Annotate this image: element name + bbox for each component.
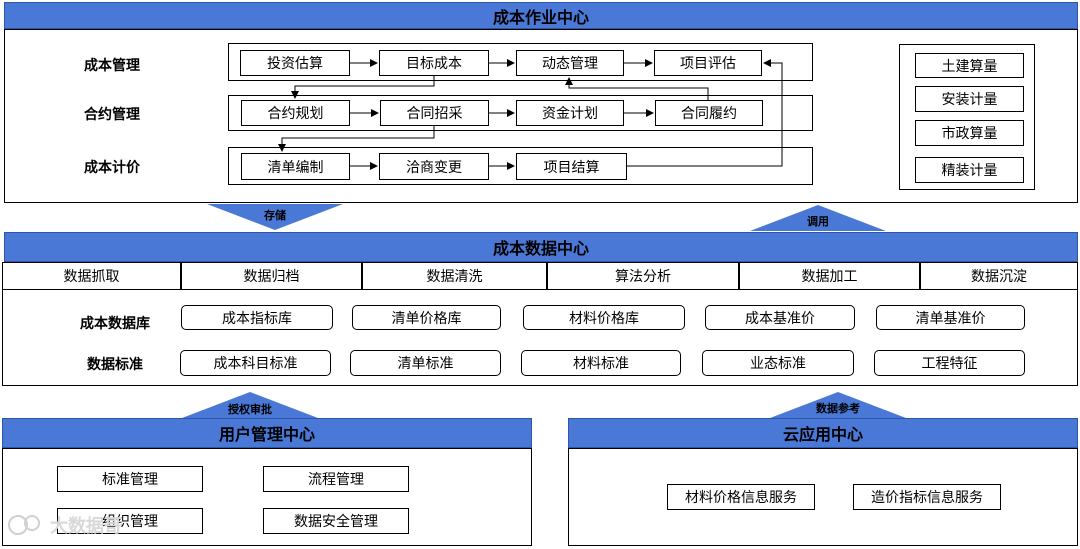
user-item-process-mgmt[interactable]: 流程管理	[263, 466, 409, 492]
user-center-header: 用户管理中心	[2, 418, 532, 448]
cloud-item-cost-index-service[interactable]: 造价指标信息服务	[853, 484, 1001, 510]
row-frame-cost-pricing	[228, 147, 813, 185]
side-item-civil-quantity[interactable]: 土建算量	[915, 53, 1024, 78]
row-frame-contract-mgmt	[228, 95, 813, 131]
step-fund-plan[interactable]: 资金计划	[516, 100, 624, 126]
cloud-center-header: 云应用中心	[568, 418, 1078, 448]
user-item-org-mgmt[interactable]: 组织管理	[57, 508, 203, 534]
cloud-center-panel	[568, 448, 1078, 546]
step-project-eval[interactable]: 项目评估	[654, 50, 762, 76]
std-item-cost-subject[interactable]: 成本科目标准	[180, 350, 331, 376]
tab-data-deposit[interactable]: 数据沉淀	[920, 262, 1078, 290]
connector-invoke: 调用	[750, 205, 886, 231]
db-item-cost-benchmark[interactable]: 成本基准价	[705, 305, 855, 330]
user-center-title: 用户管理中心	[218, 427, 315, 444]
std-item-bill[interactable]: 清单标准	[350, 350, 501, 376]
db-item-bill-benchmark[interactable]: 清单基准价	[876, 305, 1025, 330]
tab-algo-analysis[interactable]: 算法分析	[547, 262, 739, 290]
user-item-data-security[interactable]: 数据安全管理	[263, 508, 409, 534]
step-change-negotiation[interactable]: 洽商变更	[379, 153, 489, 180]
watermark: 大数据哥	[6, 510, 122, 540]
std-item-project-feature[interactable]: 工程特征	[874, 350, 1025, 376]
row-label-contract-mgmt: 合约管理	[84, 106, 140, 122]
step-project-settlement[interactable]: 项目结算	[516, 153, 627, 180]
side-list-frame	[899, 44, 1035, 190]
step-contract-planning[interactable]: 合约规划	[241, 100, 350, 126]
connector-invoke-label: 调用	[807, 216, 829, 228]
cloud-item-material-price-service[interactable]: 材料价格信息服务	[667, 484, 815, 510]
user-item-standard-mgmt[interactable]: 标准管理	[57, 466, 203, 492]
step-dynamic-mgmt[interactable]: 动态管理	[516, 50, 624, 76]
row-frame-cost-mgmt	[228, 43, 813, 81]
watermark-text: 大数据哥	[50, 516, 122, 536]
row-label-cost-mgmt: 成本管理	[84, 57, 140, 73]
watermark-logo-icon	[8, 515, 40, 535]
connector-ref-label: 数据参考	[816, 403, 860, 415]
step-bill-compile[interactable]: 清单编制	[241, 153, 350, 180]
row-label-cost-pricing: 成本计价	[84, 159, 140, 175]
connector-auth: 授权审批	[182, 392, 318, 418]
cost-ops-header: 成本作业中心	[4, 2, 1078, 29]
tab-data-process[interactable]: 数据加工	[739, 262, 920, 290]
std-item-material[interactable]: 材料标准	[521, 350, 681, 376]
cloud-center-title: 云应用中心	[782, 427, 863, 444]
connector-store: 存储	[207, 204, 343, 230]
row-label-cost-db: 成本数据库	[80, 315, 150, 331]
side-item-install-quantity[interactable]: 安装计量	[915, 86, 1024, 112]
tab-data-clean[interactable]: 数据清洗	[362, 262, 547, 290]
side-item-municipal-quantity[interactable]: 市政算量	[915, 120, 1024, 146]
tab-data-fetch[interactable]: 数据抓取	[2, 262, 181, 290]
data-center-header: 成本数据中心	[4, 232, 1078, 262]
std-item-business-type[interactable]: 业态标准	[702, 350, 854, 376]
data-center-title: 成本数据中心	[492, 241, 589, 258]
side-item-decoration-quantity[interactable]: 精装计量	[915, 157, 1024, 183]
tab-data-archive[interactable]: 数据归档	[181, 262, 362, 290]
connector-auth-label: 授权审批	[228, 404, 272, 416]
step-target-cost[interactable]: 目标成本	[379, 50, 489, 76]
step-contract-fulfil[interactable]: 合同履约	[655, 100, 763, 126]
db-item-material-price[interactable]: 材料价格库	[523, 305, 685, 330]
db-item-bill-price[interactable]: 清单价格库	[352, 305, 501, 330]
row-label-data-standard: 数据标准	[87, 356, 143, 372]
db-item-cost-index[interactable]: 成本指标库	[181, 305, 333, 330]
step-investment-estimate[interactable]: 投资估算	[240, 50, 350, 76]
step-contract-bidding[interactable]: 合同招采	[380, 100, 489, 126]
connector-ref: 数据参考	[770, 392, 906, 418]
connector-store-label: 存储	[264, 210, 286, 222]
cost-ops-title: 成本作业中心	[492, 9, 589, 27]
